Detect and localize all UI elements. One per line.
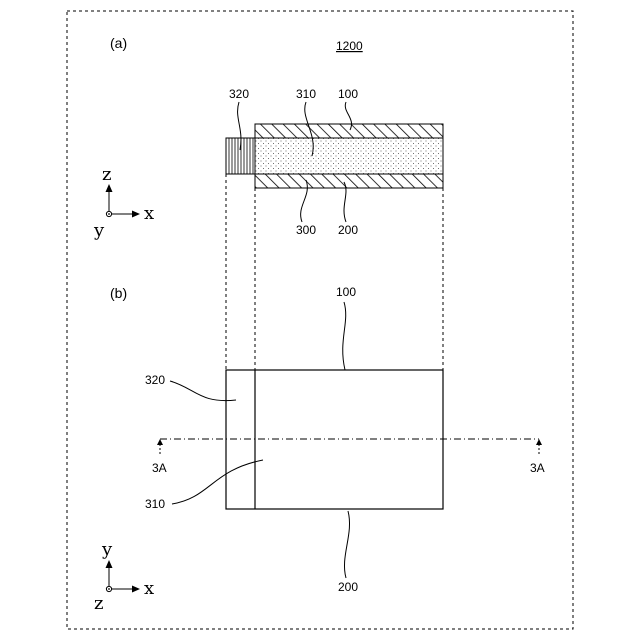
layer-200: [255, 174, 443, 188]
label-320-a: 320: [229, 87, 249, 101]
axis-z-a: z: [102, 164, 111, 185]
label-200-a: 200: [338, 223, 358, 237]
label-310-a: 310: [296, 87, 316, 101]
panel-label-a: (a): [110, 35, 127, 51]
layer-310: [255, 138, 443, 174]
label-200-b: 200: [338, 580, 358, 594]
axis-z-b: z: [94, 593, 103, 614]
label-300-a: 300: [296, 223, 316, 237]
axis-x-b: x: [144, 578, 154, 599]
figure-frame: [67, 11, 573, 629]
leader-100-b: [343, 302, 346, 370]
cross-section-view: [226, 124, 443, 188]
leader-310-b: [172, 460, 263, 504]
section-label-left: 3A: [152, 461, 167, 475]
axes-a: [106, 184, 141, 218]
label-320-b: 320: [145, 373, 165, 387]
label-310-b: 310: [145, 497, 165, 511]
leader-200-b: [344, 511, 349, 578]
axes-b: [106, 560, 141, 593]
section-label-right: 3A: [530, 461, 545, 475]
label-100-a: 100: [338, 87, 358, 101]
figure-number: 1200: [336, 39, 363, 53]
panel-label-b: (b): [110, 285, 127, 301]
axis-x-a: x: [144, 203, 154, 224]
axis-y-b: y: [101, 539, 113, 560]
axis-y-a: y: [93, 220, 105, 241]
plan-view: [157, 370, 542, 509]
layer-100: [255, 124, 443, 138]
label-100-b: 100: [336, 285, 356, 299]
